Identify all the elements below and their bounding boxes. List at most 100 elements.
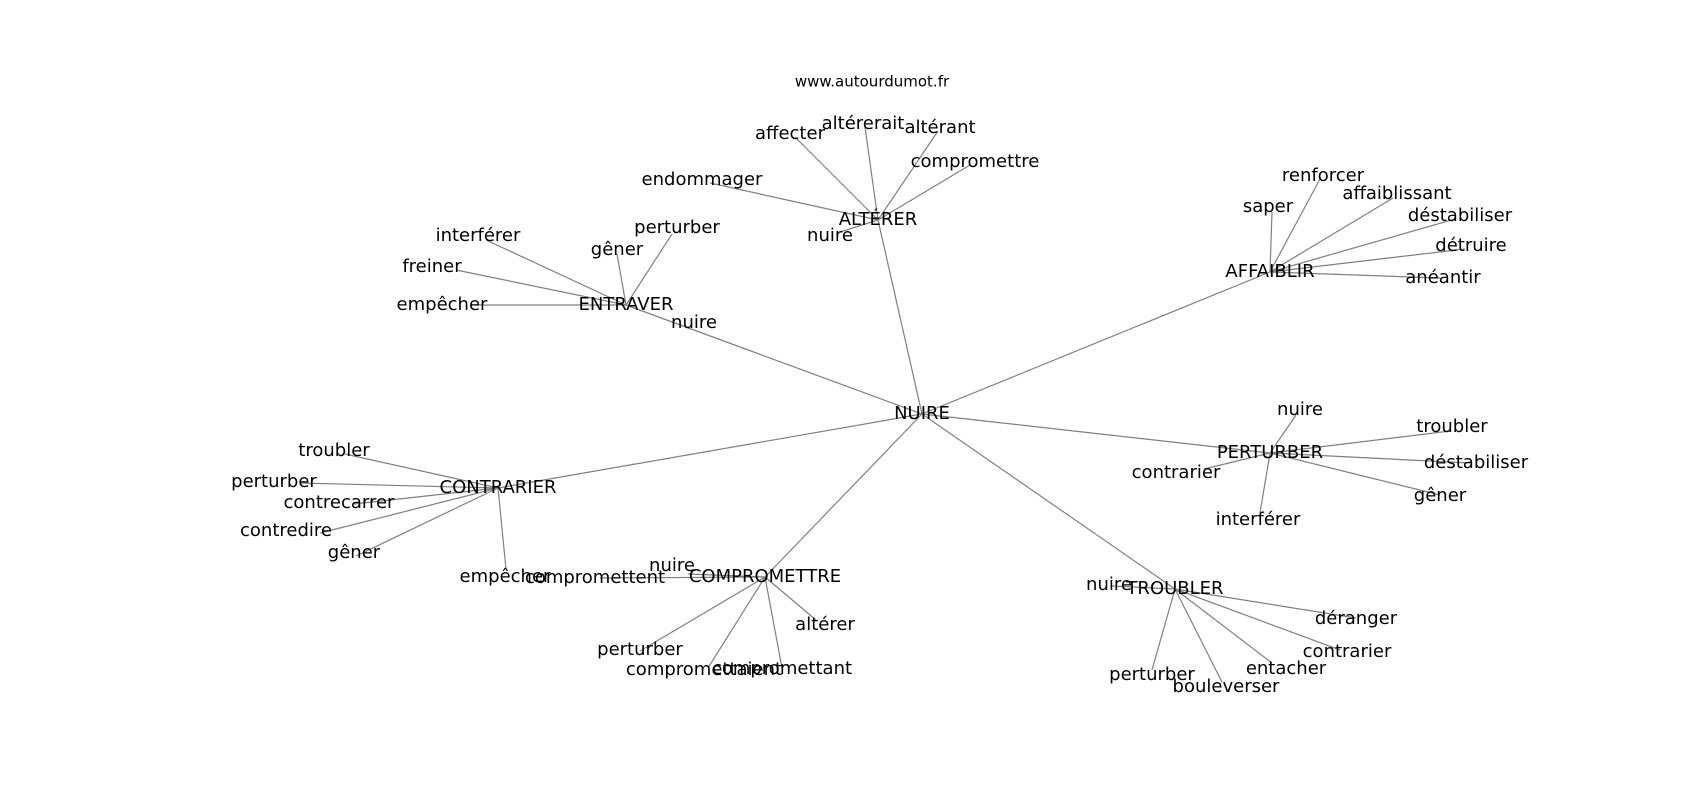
edge-hub-to-leaf [839, 219, 879, 233]
hub-node[interactable]: COMPROMETTRE [689, 566, 841, 587]
leaf-node[interactable]: interférer [436, 225, 521, 246]
edge-hub-to-leaf [877, 164, 971, 221]
leaf-node[interactable]: troubler [1416, 416, 1488, 437]
leaf-node[interactable]: contrecarrer [284, 492, 396, 513]
leaf-node[interactable]: gêner [1414, 485, 1467, 506]
edge-hub-to-leaf [877, 130, 939, 221]
leaf-node[interactable]: freiner [402, 256, 462, 277]
edge-hub-to-leaf [1174, 588, 1223, 683]
leaf-node[interactable]: contrarier [1303, 641, 1392, 662]
edge-hub-to-leaf [625, 233, 673, 306]
leaf-node[interactable]: perturber [597, 639, 683, 660]
edge-hub-to-leaf [639, 576, 766, 652]
edge-hub-to-leaf [353, 487, 499, 505]
edge-hub-to-leaf [1269, 452, 1441, 496]
edge-center-to-hub [921, 413, 1176, 590]
leaf-node[interactable]: altérant [904, 117, 975, 138]
leaf-node[interactable]: empêcher [397, 294, 488, 315]
edge-hub-to-leaf [1174, 588, 1273, 664]
edge-hub-to-leaf [1269, 178, 1321, 273]
edge-hub-to-leaf [599, 576, 766, 579]
edge-hub-to-leaf [355, 487, 499, 557]
edge-hub-to-leaf [319, 487, 499, 534]
leaf-node[interactable]: compromettaient [626, 659, 782, 680]
leaf-node[interactable]: gêner [328, 542, 381, 563]
leaf-node[interactable]: nuire [671, 312, 717, 333]
hub-node[interactable]: PERTURBER [1217, 442, 1323, 463]
hub-node[interactable]: AFFAIBLIR [1225, 261, 1314, 282]
edge-hub-to-leaf [1203, 452, 1271, 470]
edge-hub-to-leaf [1269, 271, 1441, 279]
leaf-node[interactable]: altérer [795, 614, 855, 635]
edge-hub-to-leaf [299, 482, 499, 489]
edge-hub-to-leaf [1259, 452, 1271, 514]
edge-center-to-hub [877, 219, 923, 415]
leaf-node[interactable]: nuire [807, 225, 853, 246]
hub-node[interactable]: TROUBLER [1125, 578, 1223, 599]
hub-node[interactable]: ALTÉRER [839, 208, 918, 230]
leaf-node[interactable]: déranger [1315, 608, 1398, 629]
edge-center-to-hub [921, 271, 1271, 415]
leaf-node[interactable]: entacher [1246, 658, 1327, 679]
leaf-node[interactable]: nuire [1277, 399, 1323, 420]
leaf-node[interactable]: renforcer [1282, 165, 1365, 186]
leaf-node[interactable]: nuire [1086, 574, 1132, 595]
edge-hub-to-leaf [455, 269, 627, 306]
edges-layer [299, 126, 1471, 683]
edge-hub-to-leaf [1269, 430, 1451, 454]
leaf-node[interactable]: détruire [1435, 235, 1506, 256]
edge-hub-to-leaf [485, 239, 627, 306]
edge-hub-to-leaf [497, 487, 507, 570]
leaf-node[interactable]: empêcher [460, 566, 551, 587]
leaf-node[interactable]: anéantir [1405, 267, 1481, 288]
edge-hub-to-leaf [616, 253, 627, 306]
leaf-node[interactable]: déstabiliser [1408, 205, 1513, 226]
leaf-node[interactable]: endommager [642, 169, 764, 190]
leaf-node[interactable]: compromettre [911, 151, 1040, 172]
edge-hub-to-leaf [709, 182, 879, 221]
leaf-node[interactable]: nuire [649, 555, 695, 576]
center-node[interactable]: NUIRE [894, 403, 950, 424]
leaf-node[interactable]: perturber [634, 217, 720, 238]
edge-center-to-hub [497, 413, 923, 489]
leaf-node[interactable]: affaiblissant [1342, 183, 1451, 204]
edge-hub-to-leaf [794, 136, 879, 221]
edge-hub-to-leaf [1269, 452, 1471, 464]
edge-center-to-hub [625, 304, 923, 415]
site-label: www.autourdumot.fr [795, 73, 950, 91]
edge-hub-to-leaf [1269, 414, 1297, 454]
leaf-node[interactable]: saper [1243, 196, 1294, 217]
leaf-node[interactable]: gêner [591, 239, 644, 260]
leaf-node[interactable]: interférer [1216, 509, 1301, 530]
edge-hub-to-leaf [1269, 248, 1466, 273]
edge-hub-to-leaf [1269, 218, 1456, 273]
edge-hub-to-leaf [764, 576, 783, 669]
edge-hub-to-leaf [707, 576, 766, 669]
hub-node[interactable]: ENTRAVER [579, 294, 674, 315]
leaf-node[interactable]: altérerait [822, 113, 905, 134]
edge-center-to-hub [921, 413, 1271, 454]
edge-hub-to-leaf [1174, 588, 1357, 619]
leaf-node[interactable]: contrarier [1132, 462, 1221, 483]
leaf-node[interactable]: déstabiliser [1424, 452, 1529, 473]
edge-hub-to-leaf [1111, 585, 1176, 590]
edge-hub-to-leaf [864, 126, 879, 221]
edge-hub-to-leaf [1269, 197, 1394, 273]
leaf-node[interactable]: affecter [755, 123, 826, 144]
edge-hub-to-leaf [1151, 588, 1176, 671]
leaf-node[interactable]: compromettent [525, 567, 665, 588]
leaf-node[interactable]: bouleverser [1173, 676, 1281, 697]
leaf-node[interactable]: perturber [231, 471, 317, 492]
leaf-node[interactable]: compromettant [712, 658, 852, 679]
edge-hub-to-leaf [1269, 211, 1273, 273]
edge-center-to-hub [764, 413, 923, 578]
hub-node[interactable]: CONTRARIER [440, 477, 557, 498]
leaf-node[interactable]: troubler [298, 440, 370, 461]
edge-hub-to-leaf [764, 576, 817, 621]
leaf-node[interactable]: contredire [240, 520, 332, 541]
edge-hub-to-leaf [625, 304, 643, 312]
leaf-node[interactable]: perturber [1109, 664, 1195, 685]
edge-hub-to-leaf [1174, 588, 1341, 651]
